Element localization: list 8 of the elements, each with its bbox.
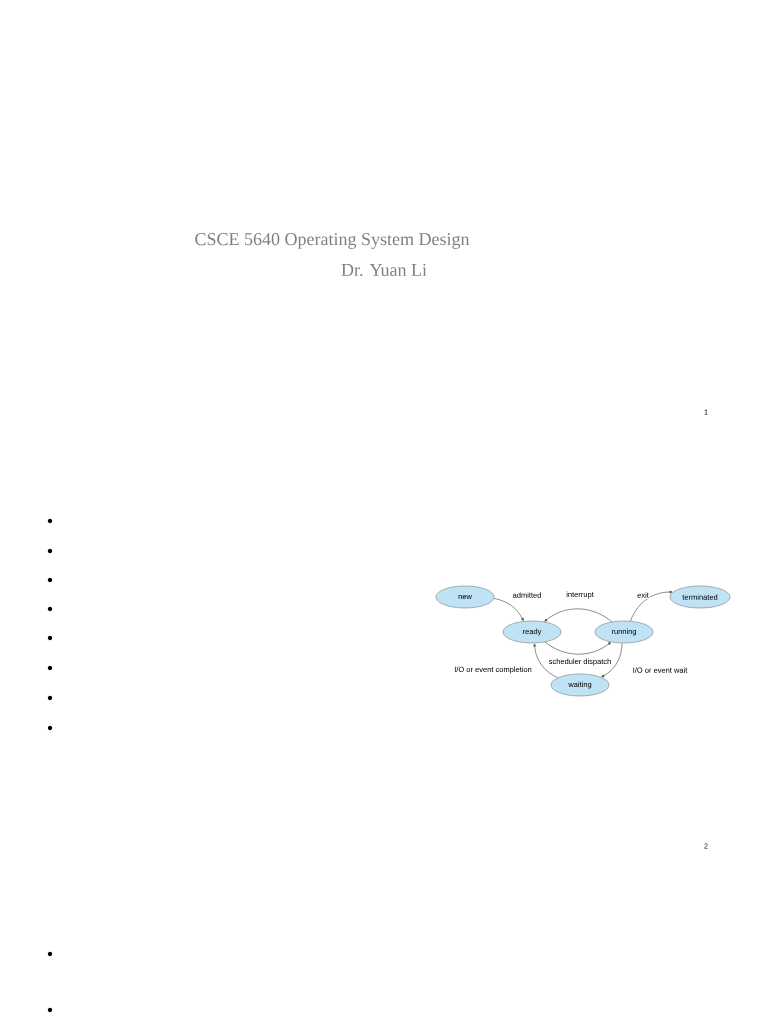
arrow	[544, 608, 613, 623]
arrow	[533, 643, 558, 679]
arrow	[630, 590, 673, 622]
slide-title: CSCE 5640 Operating System Design	[195, 233, 470, 249]
arrow	[493, 598, 524, 621]
arrow	[601, 642, 623, 678]
author-name: Dr. Yuan Li	[341, 263, 427, 277]
arrow	[544, 641, 611, 655]
